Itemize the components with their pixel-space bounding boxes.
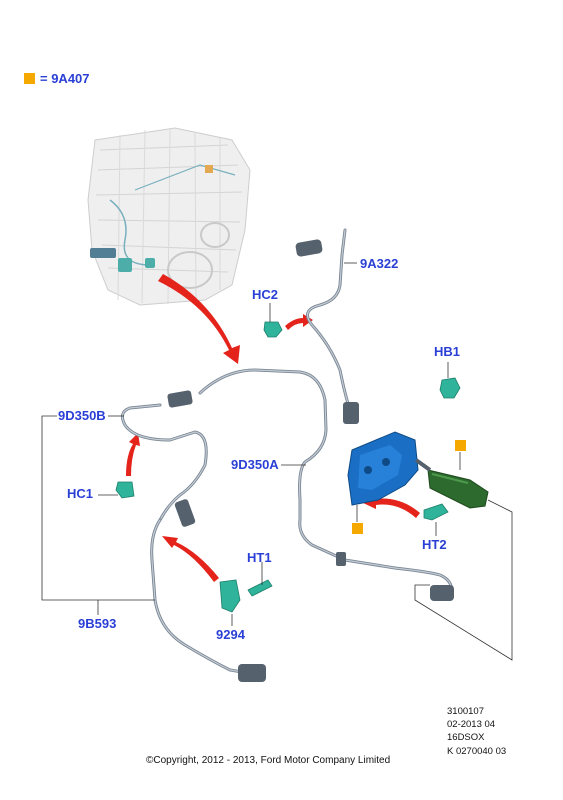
arrow-9294 <box>162 536 219 582</box>
bracket-9b593 <box>41 415 155 601</box>
label-9d350b: 9D350B <box>58 408 106 423</box>
sensors <box>115 321 461 613</box>
leader-lines <box>41 262 513 661</box>
label-ht1: HT1 <box>247 550 272 565</box>
sensor-ht1 <box>247 579 273 597</box>
connector-9d350b <box>167 390 193 408</box>
drawing-info: 3100107 02-2013 04 16DSOX K 0270040 03 <box>447 705 506 758</box>
drawing-ref: K 0270040 03 <box>447 745 507 757</box>
connector-9d350a-mid <box>336 552 346 566</box>
label-hc1: HC1 <box>67 486 94 501</box>
flow-arrows <box>126 274 420 582</box>
arrow-engine-to-layout <box>158 274 240 364</box>
filter-body <box>427 469 489 509</box>
connector-9a322-top <box>295 239 323 257</box>
sensor-hc2 <box>263 321 283 338</box>
drawing-number: 3100107 <box>447 706 484 717</box>
sensor-9294 <box>219 579 241 613</box>
sensor-ht2 <box>423 503 449 521</box>
connector-9a322-bottom <box>343 402 359 424</box>
drawing-date: 02-2013 04 <box>447 719 496 731</box>
drawing-code: 16DSOX <box>447 732 485 744</box>
marker-9a407-upper <box>455 440 466 451</box>
label-9a322: 9A322 <box>360 256 399 271</box>
hose-connectors <box>167 239 454 682</box>
connector-9b593-mid <box>174 499 196 527</box>
label-hc2: HC2 <box>252 287 279 302</box>
hose-lines <box>120 228 454 677</box>
label-9d350a: 9D350A <box>231 457 279 472</box>
label-9b593: 9B593 <box>78 616 117 631</box>
connector-9b593-end <box>238 664 266 682</box>
label-9294: 9294 <box>216 627 245 642</box>
connector-9d350a-end <box>430 585 454 601</box>
legend: = 9A407 <box>24 71 90 86</box>
legend-text: = 9A407 <box>40 71 90 86</box>
arrow-to-hc2 <box>285 314 313 330</box>
bracket-right <box>414 499 513 661</box>
copyright-notice: ©Copyright, 2012 - 2013, Ford Motor Comp… <box>146 755 391 766</box>
engine-illustration <box>87 127 251 306</box>
legend-marker-square <box>24 73 35 84</box>
label-ht2: HT2 <box>422 537 447 552</box>
marker-9a407-lower <box>352 523 363 534</box>
sensor-hc1 <box>115 481 135 499</box>
sensor-hb1 <box>439 377 461 399</box>
evap-valve-assembly <box>347 431 489 509</box>
arrow-hc1-up <box>126 433 140 476</box>
label-hb1: HB1 <box>434 344 461 359</box>
